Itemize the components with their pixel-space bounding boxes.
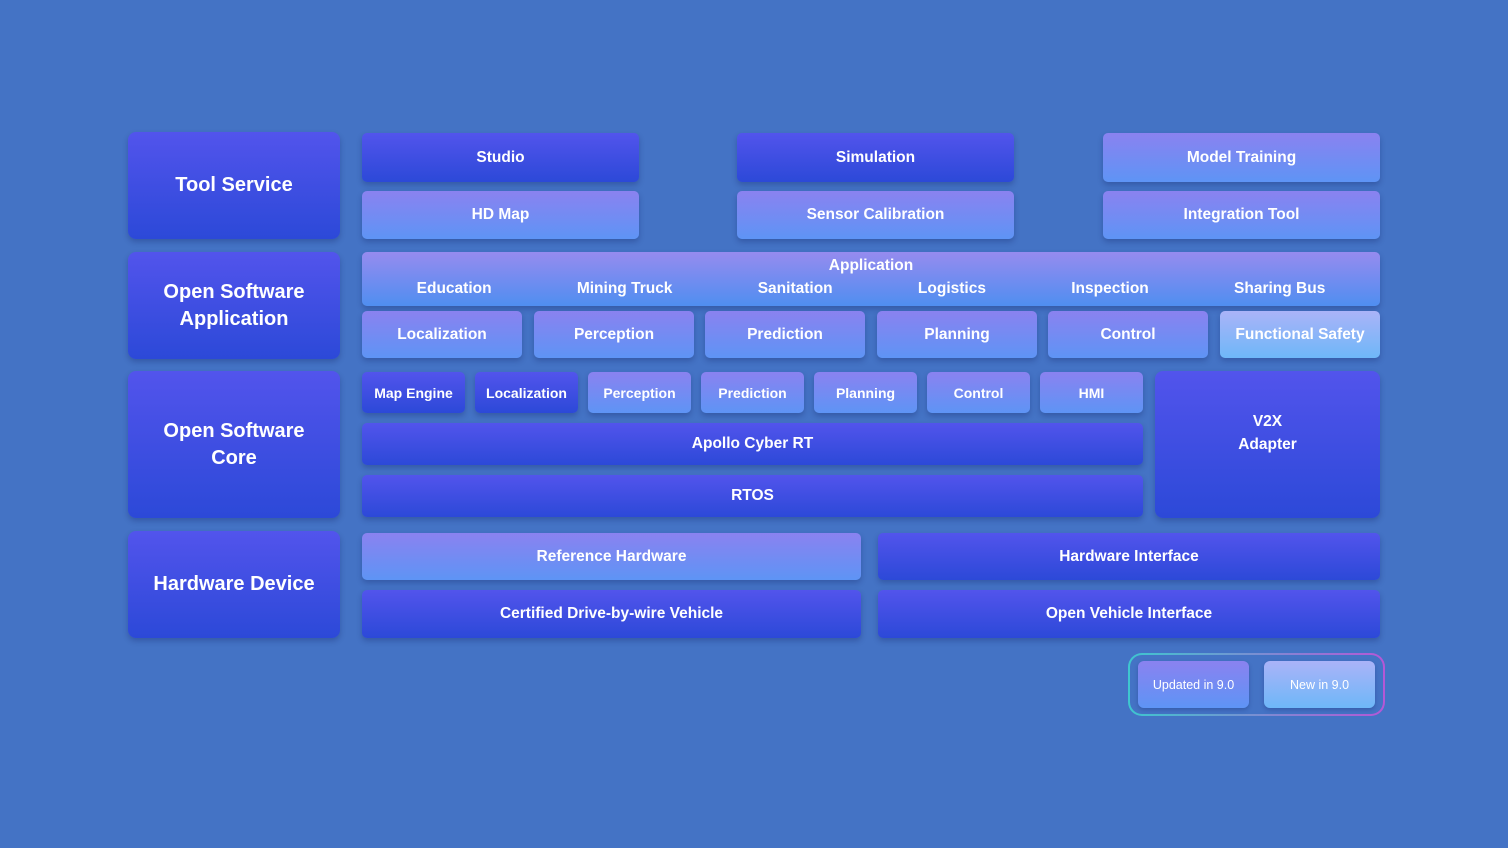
box-app-perception: Perception — [534, 311, 694, 358]
application-items: Education Mining Truck Sanitation Logist… — [362, 275, 1380, 306]
application-title: Application — [828, 257, 914, 274]
app-item-sharing-bus: Sharing Bus — [1234, 279, 1326, 297]
box-core-perception: Perception — [588, 372, 691, 413]
app-item-mining-truck: Mining Truck — [576, 279, 673, 297]
box-core-control: Control — [927, 372, 1030, 413]
box-functional-safety: Functional Safety — [1220, 311, 1380, 358]
box-app-control: Control — [1048, 311, 1208, 358]
box-reference-hardware: Reference Hardware — [362, 533, 861, 580]
box-simulation: Simulation — [737, 133, 1014, 182]
box-core-planning: Planning — [814, 372, 917, 413]
box-hardware-interface: Hardware Interface — [878, 533, 1380, 580]
app-item-education: Education — [416, 279, 492, 297]
legend-new-badge: New in 9.0 — [1264, 661, 1375, 708]
box-core-localization: Localization — [475, 372, 578, 413]
legend: Updated in 9.0 New in 9.0 — [1128, 653, 1385, 716]
box-rtos: RTOS — [362, 475, 1143, 517]
app-item-sanitation: Sanitation — [757, 279, 833, 297]
box-app-prediction: Prediction — [705, 311, 865, 358]
section-label-open-software-core: Open Software Core — [128, 371, 340, 518]
section-label-hardware-device: Hardware Device — [128, 531, 340, 638]
section-label-tool-service: Tool Service — [128, 132, 340, 239]
box-app-localization: Localization — [362, 311, 522, 358]
box-sensor-calibration: Sensor Calibration — [737, 191, 1014, 239]
box-apollo-cyber-rt: Apollo Cyber RT — [362, 423, 1143, 465]
box-core-map-engine: Map Engine — [362, 372, 465, 413]
box-hd-map: HD Map — [362, 191, 639, 239]
app-item-logistics: Logistics — [917, 279, 986, 297]
box-integration-tool: Integration Tool — [1103, 191, 1380, 239]
box-v2x-adapter: V2X Adapter — [1155, 371, 1380, 518]
box-application: Application Education Mining Truck Sanit… — [362, 252, 1380, 306]
app-item-inspection: Inspection — [1071, 279, 1149, 297]
legend-inner: Updated in 9.0 New in 9.0 — [1130, 655, 1383, 714]
box-studio: Studio — [362, 133, 639, 182]
box-core-hmi: HMI — [1040, 372, 1143, 413]
legend-updated-badge: Updated in 9.0 — [1138, 661, 1249, 708]
section-label-open-software-application: Open Software Application — [128, 252, 340, 359]
box-app-planning: Planning — [877, 311, 1037, 358]
box-certified-drive-by-wire-vehicle: Certified Drive-by-wire Vehicle — [362, 590, 861, 638]
box-open-vehicle-interface: Open Vehicle Interface — [878, 590, 1380, 638]
box-core-prediction: Prediction — [701, 372, 804, 413]
box-model-training: Model Training — [1103, 133, 1380, 182]
